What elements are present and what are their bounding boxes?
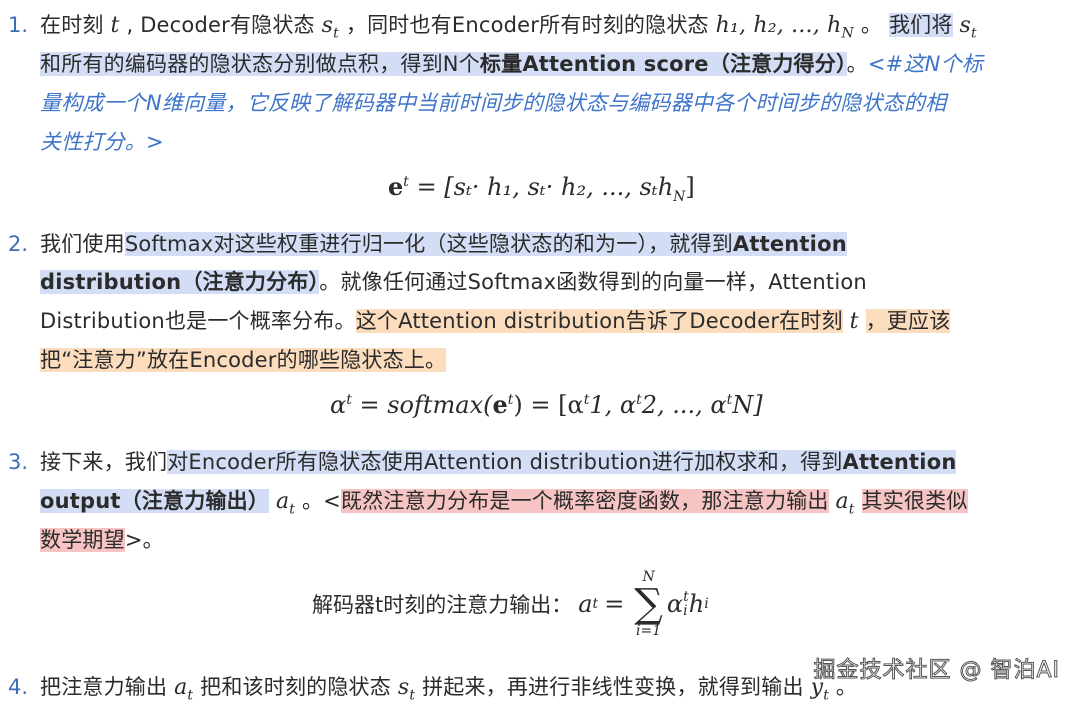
highlight: 我们将 xyxy=(888,13,953,37)
item3-line2: output（注意力输出） at 。<既然注意力分布是一个概率密度函数，那注意力… xyxy=(40,489,968,518)
item2-line1: 我们使用Softmax对这些权重进行归一化（这些隐状态的和为一），就得到Atte… xyxy=(40,232,847,256)
annotation-note: <#这N个标 xyxy=(867,52,983,76)
list-number: 4. xyxy=(8,675,29,699)
item2-line2: distribution（注意力分布）。就像任何通过Softmax函数得到的向量… xyxy=(40,270,867,294)
formula-attention-score: et = [sₜ· h₁, sₜ· h₂, ..., sₜhN] xyxy=(388,172,695,205)
annotation-note: 量构成一个N维向量，它反映了解码器中当前时间步的隐状态与编码器中各个时间步的隐状… xyxy=(40,91,947,115)
watermark: 掘金技术社区 @ 智泊AI xyxy=(813,658,1060,684)
item3-line1: 接下来，我们对Encoder所有隐状态使用Attention distribut… xyxy=(40,450,957,474)
item2-line4: 把“注意力”放在Encoder的哪些隐状态上。 xyxy=(40,348,447,372)
list-number: 3. xyxy=(8,450,29,474)
item2-line3: Distribution也是一个概率分布。这个Attention distrib… xyxy=(40,309,951,334)
list-number: 1. xyxy=(8,13,29,37)
annotation-note: 关性打分。> xyxy=(40,130,164,154)
summation-symbol: N ∑ i=1 xyxy=(634,569,663,639)
formula-softmax: αt = softmax(et) = [αt1, αt2, ..., αtN] xyxy=(330,390,763,419)
item4-line1: 把注意力输出 at 把和该时刻的隐状态 st 拼起来，再进行非线性变换，就得到输… xyxy=(40,675,858,704)
list-number: 2. xyxy=(8,232,29,256)
item1-line2: 和所有的编码器的隐状态分别做点积，得到N个标量Attention score（注… xyxy=(40,52,983,76)
item3-line3: 数学期望>。 xyxy=(40,528,164,552)
item1-line1: 在时刻 t , Decoder有隐状态 st ，同时也有Encoder所有时刻的… xyxy=(40,13,977,42)
